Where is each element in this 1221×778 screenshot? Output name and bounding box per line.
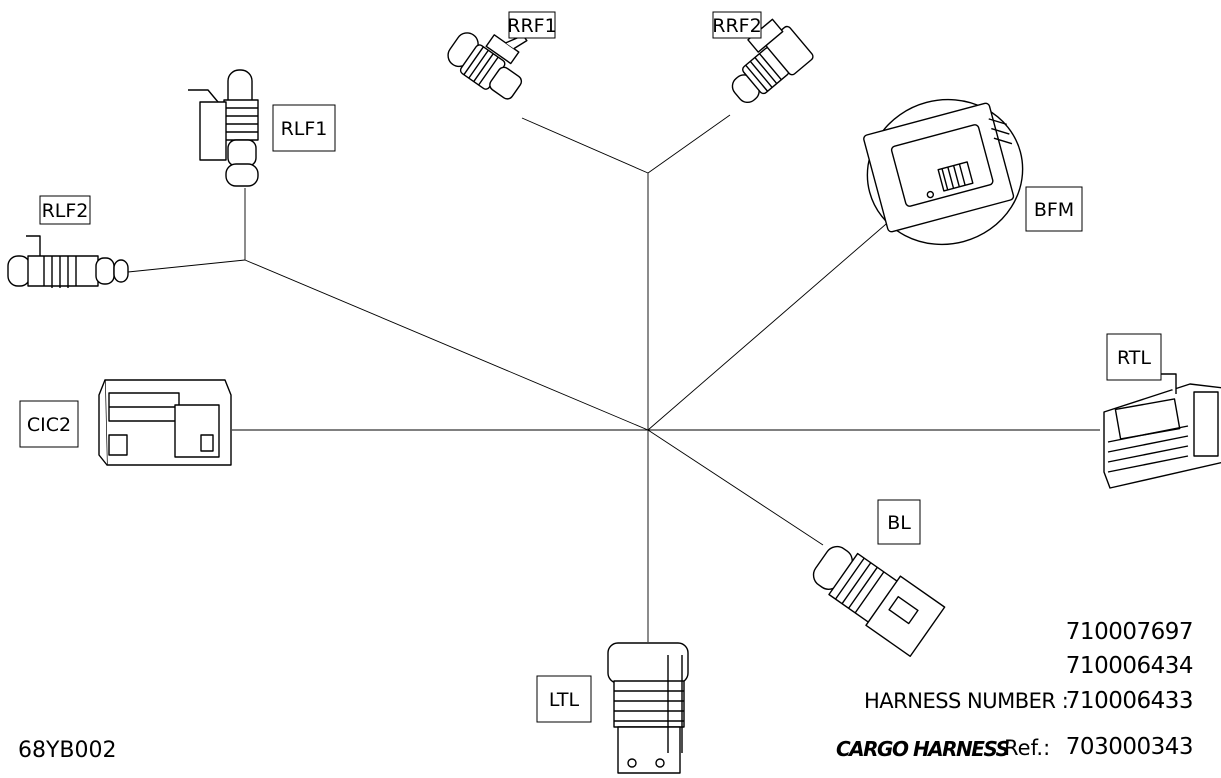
part-number-3: 710006433 xyxy=(1065,688,1194,714)
label-rrf1: RRF1 xyxy=(507,11,557,39)
wire-rlf2 xyxy=(127,259,246,273)
wire-bl xyxy=(647,429,824,546)
wire-lines xyxy=(127,114,1100,642)
ref-label: Ref.: xyxy=(1004,736,1051,760)
connector-cic2-drawing xyxy=(99,380,231,465)
label-ltl-text: LTL xyxy=(549,689,580,711)
connector-rrf1-drawing xyxy=(443,6,545,105)
connector-labels: RRF1 RRF2 RLF1 RLF2 BFM CIC2 RTL BL xyxy=(19,11,1162,723)
label-rtl-text: RTL xyxy=(1117,347,1151,369)
label-rrf1-text: RRF1 xyxy=(507,15,556,37)
label-bl-text: BL xyxy=(887,512,911,534)
connector-ltl-drawing xyxy=(608,643,688,773)
label-cic2-text: CIC2 xyxy=(27,414,71,436)
label-rrf2-text: RRF2 xyxy=(712,15,761,37)
wire-rrf1 xyxy=(521,117,649,174)
connector-bl-drawing xyxy=(805,534,944,657)
label-rlf1-text: RLF1 xyxy=(281,118,328,140)
wire-trunk-center-to-left-junction xyxy=(244,259,649,431)
part-number-2: 710006434 xyxy=(1065,653,1194,679)
ref-number: 703000343 xyxy=(1065,734,1194,760)
connector-bfm-drawing xyxy=(851,82,1039,261)
label-cic2: CIC2 xyxy=(19,400,79,448)
connector-rlf1-drawing xyxy=(188,70,258,186)
label-bfm: BFM xyxy=(1025,186,1083,232)
label-rlf1: RLF1 xyxy=(272,104,336,152)
part-number-1: 710007697 xyxy=(1065,619,1194,645)
connector-rlf2-drawing xyxy=(8,236,128,288)
label-ltl: LTL xyxy=(536,675,592,723)
wire-bfm xyxy=(647,217,894,431)
label-bfm-text: BFM xyxy=(1034,199,1074,221)
connector-rrf2-drawing xyxy=(714,14,814,111)
connector-rtl-drawing xyxy=(1104,374,1221,488)
harness-title: CARGO HARNESS xyxy=(836,737,1010,761)
label-rlf2: RLF2 xyxy=(39,195,91,225)
harness-number-label: HARNESS NUMBER : xyxy=(864,689,1069,713)
label-rtl: RTL xyxy=(1106,333,1162,381)
label-bl: BL xyxy=(877,499,921,545)
wire-rrf2 xyxy=(647,114,731,174)
label-rlf2-text: RLF2 xyxy=(42,200,89,222)
drawing-code: 68YB002 xyxy=(18,738,117,763)
label-rrf2: RRF2 xyxy=(712,11,762,39)
